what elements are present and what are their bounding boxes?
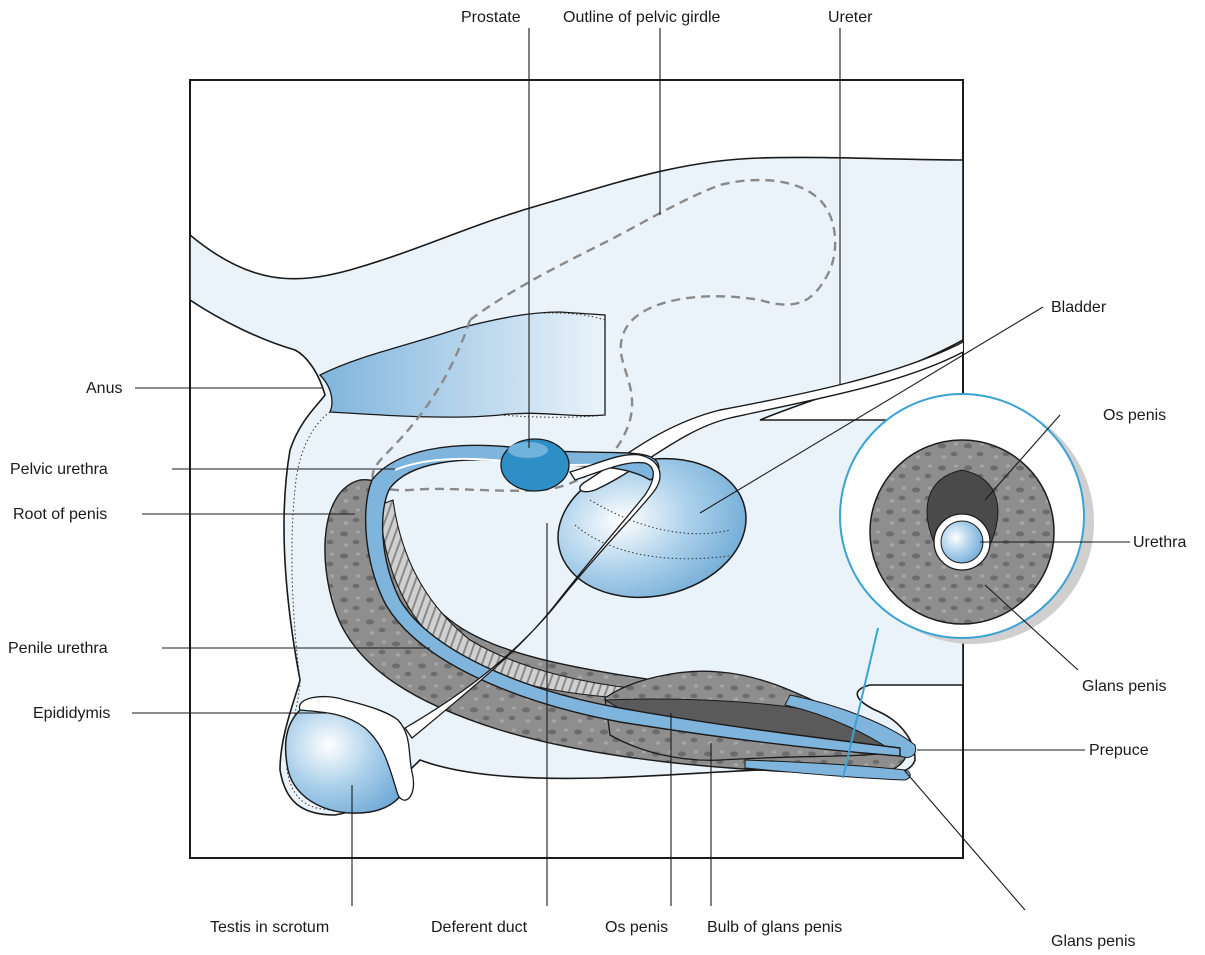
inset-urethra (941, 521, 983, 563)
label-epididymis: Epididymis (33, 705, 110, 722)
label-os-penis-bottom: Os penis (605, 919, 668, 936)
label-bulb-glans: Bulb of glans penis (707, 919, 842, 936)
label-penile-urethra: Penile urethra (8, 640, 108, 657)
label-ureter: Ureter (828, 9, 873, 26)
label-urethra-inset: Urethra (1133, 534, 1186, 551)
prostate-highlight (508, 442, 548, 458)
label-pelvic-girdle: Outline of pelvic girdle (563, 9, 721, 26)
label-pelvic-urethra: Pelvic urethra (10, 461, 108, 478)
label-glans-bottom: Glans penis (1051, 933, 1136, 950)
label-deferent-duct: Deferent duct (431, 919, 528, 936)
label-glans-inset: Glans penis (1082, 678, 1167, 695)
label-bladder: Bladder (1051, 299, 1107, 316)
label-anus: Anus (86, 380, 122, 397)
label-os-penis-inset: Os penis (1103, 407, 1166, 424)
label-testis: Testis in scrotum (210, 919, 329, 936)
label-prepuce: Prepuce (1089, 742, 1149, 759)
label-prostate: Prostate (461, 9, 521, 26)
label-root-of-penis: Root of penis (13, 506, 107, 523)
